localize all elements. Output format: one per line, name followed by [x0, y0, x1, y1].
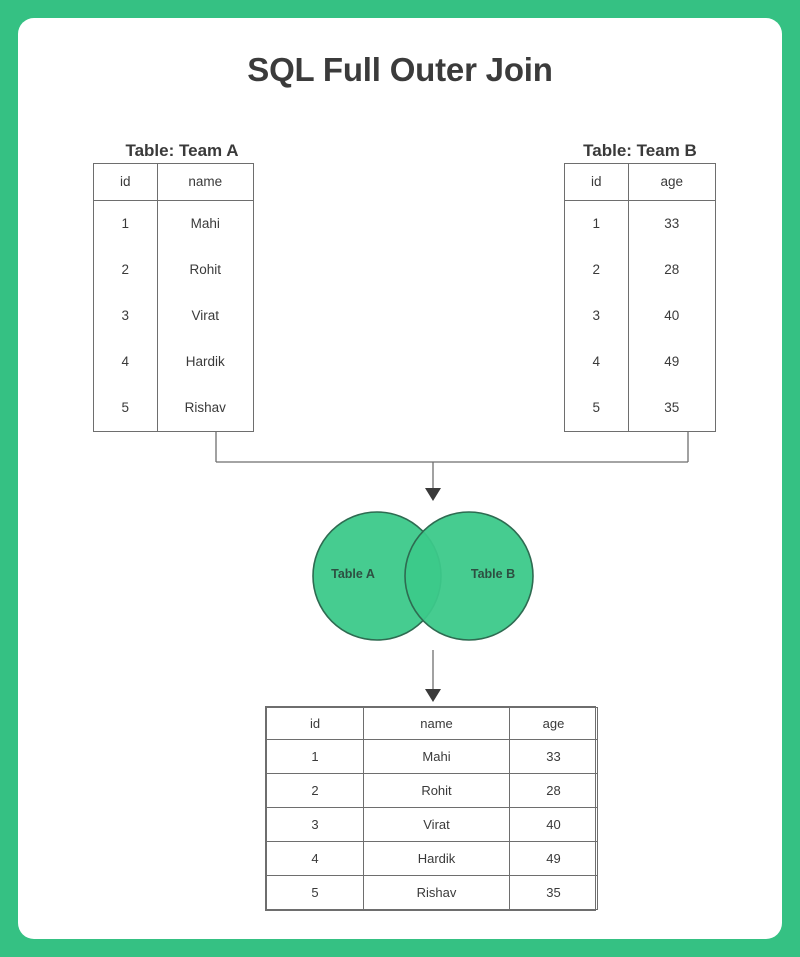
result-header-age: age: [509, 707, 598, 740]
result-cell-id: 3: [266, 807, 364, 842]
diagram-panel: SQL Full Outer Join Table: Team A id nam…: [18, 18, 782, 939]
result-cell-name: Mahi: [363, 739, 510, 774]
source-table-team-a: id name 1 Mahi 2 Rohit 3 Virat: [93, 163, 254, 432]
table-row: 3 40: [565, 292, 715, 339]
result-cell-age: 33: [509, 739, 598, 774]
result-grid: id name age 1 Mahi 33 2 Rohit 28: [266, 707, 598, 910]
result-cell-name: Hardik: [363, 841, 510, 876]
result-cell-id: 1: [266, 739, 364, 774]
result-cell-id: 4: [266, 841, 364, 876]
result-cell-name: Rishav: [363, 875, 510, 910]
table-a-cell-id: 4: [94, 338, 158, 385]
result-table: id name age 1 Mahi 33 2 Rohit 28: [265, 706, 598, 911]
result-cell-id: 2: [266, 773, 364, 808]
table-b-cell-id: 2: [565, 246, 629, 293]
result-cell-id: 5: [266, 875, 364, 910]
table-row: 1 33: [565, 200, 715, 247]
table-row: 4 49: [565, 338, 715, 385]
table-b-caption: Table: Team B: [583, 141, 697, 160]
table-header-row: id name age: [266, 707, 598, 740]
table-a-cell-name: Mahi: [190, 215, 220, 231]
table-b-cell-age: 28: [664, 261, 680, 277]
table-row: 3 Virat: [94, 292, 253, 339]
table-row: 4 Hardik 49: [266, 841, 598, 876]
table-b-cell-id: 5: [565, 384, 629, 431]
table-a-cell-id: 5: [94, 384, 158, 431]
result-header-id: id: [266, 707, 364, 740]
source-table-team-b: id age 1 33 2 28 3 40: [564, 163, 716, 432]
table-header-row: id age: [565, 164, 715, 201]
table-row: 1 Mahi 33: [266, 739, 598, 774]
table-b-cell-age: 40: [664, 307, 680, 323]
arrowhead-to-result-icon: [425, 689, 441, 702]
result-cell-name: Virat: [363, 807, 510, 842]
table-row: 5 Rishav: [94, 384, 253, 431]
venn-diagram: Table A Table B: [295, 502, 551, 650]
table-b-cell-id: 4: [565, 338, 629, 385]
table-b-cell-age: 35: [664, 400, 680, 416]
table-a-header-name: name: [157, 164, 253, 201]
table-row: 2 Rohit: [94, 246, 253, 293]
table-a-cell-name: Hardik: [185, 354, 225, 370]
table-b-cell-id: 3: [565, 292, 629, 339]
arrowhead-to-venn-icon: [425, 488, 441, 501]
result-cell-age: 40: [509, 807, 598, 842]
result-cell-age: 35: [509, 875, 598, 910]
table-b-cell-id: 1: [565, 200, 629, 247]
venn-svg: [312, 511, 534, 641]
table-row: 5 35: [565, 384, 715, 431]
table-row: 5 Rishav 35: [266, 875, 598, 910]
venn-label-table-b: Table B: [470, 567, 516, 581]
table-b-cell-age: 33: [664, 215, 680, 231]
table-a-cell-id: 1: [94, 200, 158, 247]
table-a-header-id: id: [94, 164, 158, 201]
result-header-name: name: [363, 707, 510, 740]
table-row: 2 Rohit 28: [266, 773, 598, 808]
table-row: 1 Mahi: [94, 200, 253, 247]
table-a-cell-id: 3: [94, 292, 158, 339]
table-a-cell-name: Rohit: [189, 261, 221, 277]
table-header-row: id name: [94, 164, 253, 201]
table-row: 3 Virat 40: [266, 807, 598, 842]
table-b-header-id: id: [565, 164, 629, 201]
result-cell-age: 28: [509, 773, 598, 808]
result-cell-age: 49: [509, 841, 598, 876]
venn-label-table-a: Table A: [331, 567, 375, 581]
venn-circle-table-b: [404, 511, 534, 641]
table-a-caption: Table: Team A: [125, 141, 239, 160]
table-row: 4 Hardik: [94, 338, 253, 385]
page-title: SQL Full Outer Join: [247, 51, 553, 88]
table-b-grid: id age 1 33 2 28 3 40: [565, 164, 715, 431]
table-a-grid: id name 1 Mahi 2 Rohit 3 Virat: [94, 164, 253, 431]
table-a-cell-id: 2: [94, 246, 158, 293]
table-row: 2 28: [565, 246, 715, 293]
table-b-header-age: age: [628, 164, 715, 201]
table-b-cell-age: 49: [664, 354, 680, 370]
result-cell-name: Rohit: [363, 773, 510, 808]
table-a-cell-name: Rishav: [184, 400, 226, 416]
table-a-cell-name: Virat: [191, 307, 219, 323]
